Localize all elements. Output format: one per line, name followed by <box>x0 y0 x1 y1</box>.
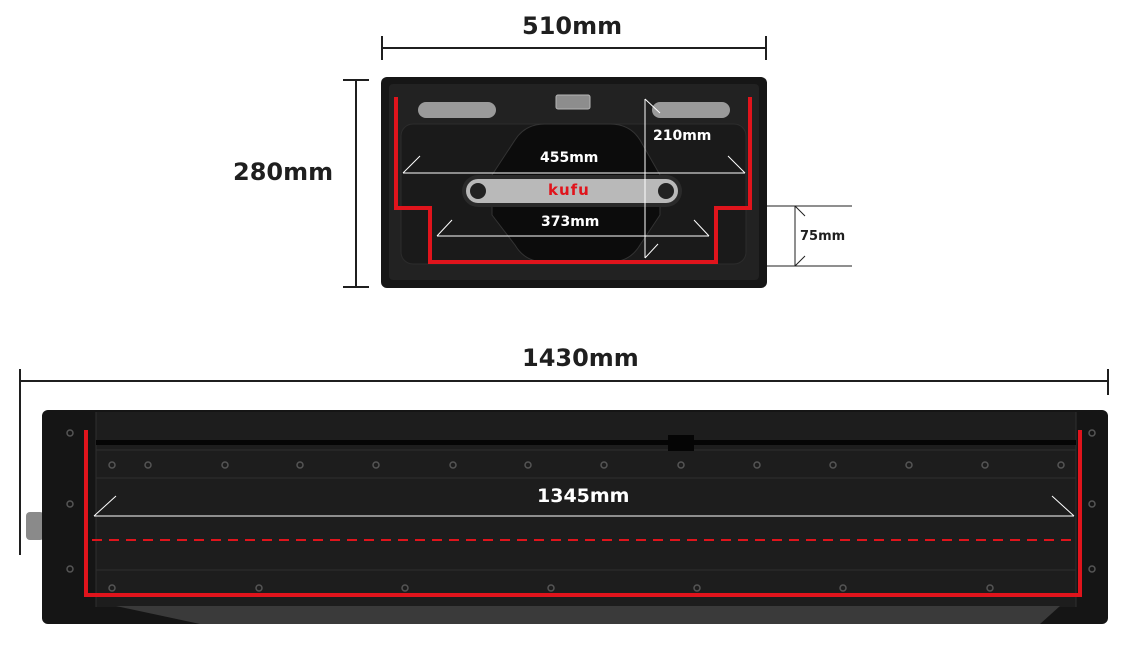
latch <box>555 94 591 110</box>
step-dimension <box>767 205 852 267</box>
side-end-cap <box>26 512 44 540</box>
tread-strip <box>116 606 1060 624</box>
right-grip <box>652 102 730 118</box>
step-label: 75mm <box>800 229 846 244</box>
top-rail <box>96 440 1076 445</box>
case-top-view <box>381 77 767 288</box>
inner-bottom-label: 373mm <box>541 214 600 230</box>
depth-label: 210mm <box>653 128 712 144</box>
inner-length-label: 1345mm <box>537 485 630 507</box>
inner-profile-outline <box>394 97 752 264</box>
inner-length-outline <box>84 430 1082 597</box>
handle-logo: kufu <box>548 181 590 199</box>
height-dimension <box>343 79 369 288</box>
left-grip <box>418 102 496 118</box>
case-side-view <box>26 410 1108 624</box>
height-label: 280mm <box>233 158 334 186</box>
width-dimension <box>381 36 767 60</box>
length-label: 1430mm <box>522 344 639 372</box>
width-label: 510mm <box>522 12 623 40</box>
screws <box>66 429 1096 592</box>
inner-top-label: 455mm <box>540 150 599 166</box>
length-dimension <box>19 369 1109 555</box>
